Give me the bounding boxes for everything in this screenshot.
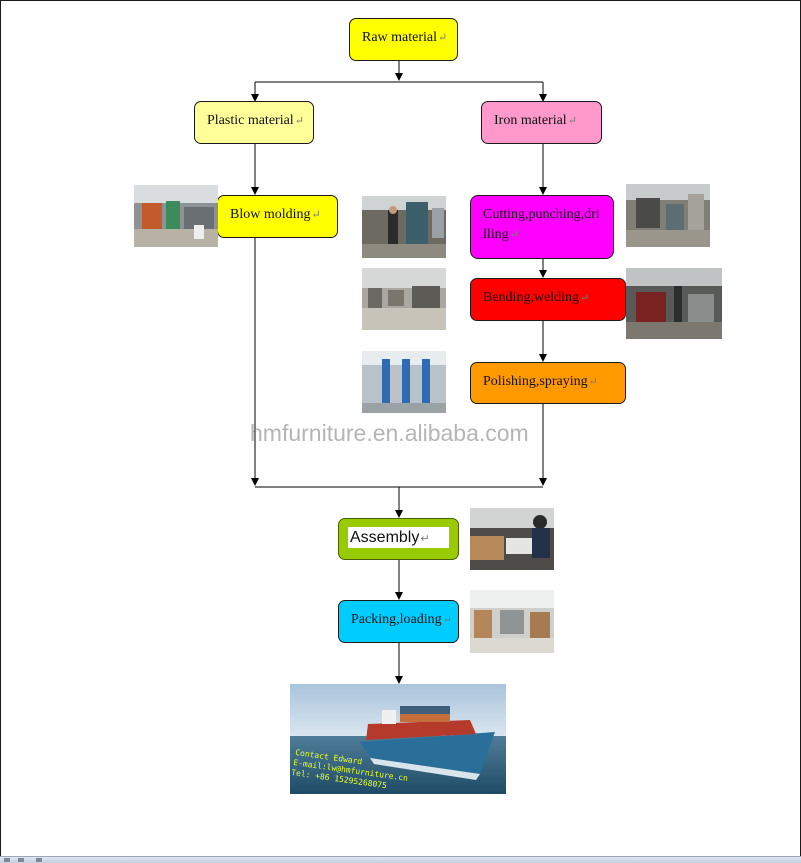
node-assembly: Assembly↵ [338, 518, 459, 560]
photo-spraying-line [362, 351, 446, 413]
photo-cutting-workshop [626, 184, 710, 247]
photo-container-ship [290, 684, 506, 794]
node-iron-material-label: Iron material [494, 113, 567, 128]
bottom-bar-tick [4, 858, 10, 862]
paragraph-mark: ↵ [311, 209, 321, 221]
node-iron-material: Iron material↵ [481, 101, 602, 144]
paragraph-mark: ↵ [580, 292, 590, 304]
photo-blow-molding-machine [134, 185, 218, 247]
node-bending-welding-label: Bending,welding [483, 290, 580, 305]
photo-packing-warehouse [470, 590, 554, 653]
photo-punching-worker [362, 196, 446, 258]
paragraph-mark: ↵ [420, 533, 430, 545]
node-raw-material-label: Raw material [362, 30, 438, 45]
node-blow-molding-label: Blow molding [230, 207, 311, 222]
paragraph-mark: ↵ [438, 32, 448, 44]
photo-welding-station [626, 268, 722, 339]
paragraph-mark: ↵ [294, 115, 304, 127]
node-assembly-label: Assembly [350, 529, 420, 546]
bottom-bar-tick [36, 858, 42, 862]
window-bottom-bar [0, 856, 801, 863]
node-polishing-spraying-label: Polishing,spraying [483, 374, 588, 389]
node-raw-material: Raw material↵ [349, 18, 458, 61]
paragraph-mark: ↵ [588, 376, 598, 388]
node-blow-molding: Blow molding↵ [217, 195, 338, 238]
watermark-text: hmfurniture.en.alibaba.com [250, 420, 529, 446]
node-bending-welding: Bending,welding↵ [470, 278, 626, 321]
node-polishing-spraying: Polishing,spraying↵ [470, 362, 626, 404]
node-packing-loading: Packing,loading↵ [338, 600, 459, 643]
photo-assembly-worker [470, 508, 554, 570]
paragraph-mark: ↵ [442, 614, 452, 626]
bottom-bar-tick [18, 858, 24, 862]
node-plastic-material: Plastic material↵ [194, 101, 314, 144]
paragraph-mark: ↵ [567, 115, 577, 127]
photo-warehouse-floor [362, 268, 446, 330]
node-cutting-punching-drilling: Cutting,punching,dri lling↵ [470, 195, 614, 259]
node-cutting-label-line2: lling [483, 227, 509, 242]
node-cutting-label-line1: Cutting,punching,dri [483, 207, 600, 222]
node-packing-loading-label: Packing,loading [351, 612, 442, 627]
paragraph-mark: ↵ [509, 229, 519, 241]
node-plastic-material-label: Plastic material [207, 113, 294, 128]
